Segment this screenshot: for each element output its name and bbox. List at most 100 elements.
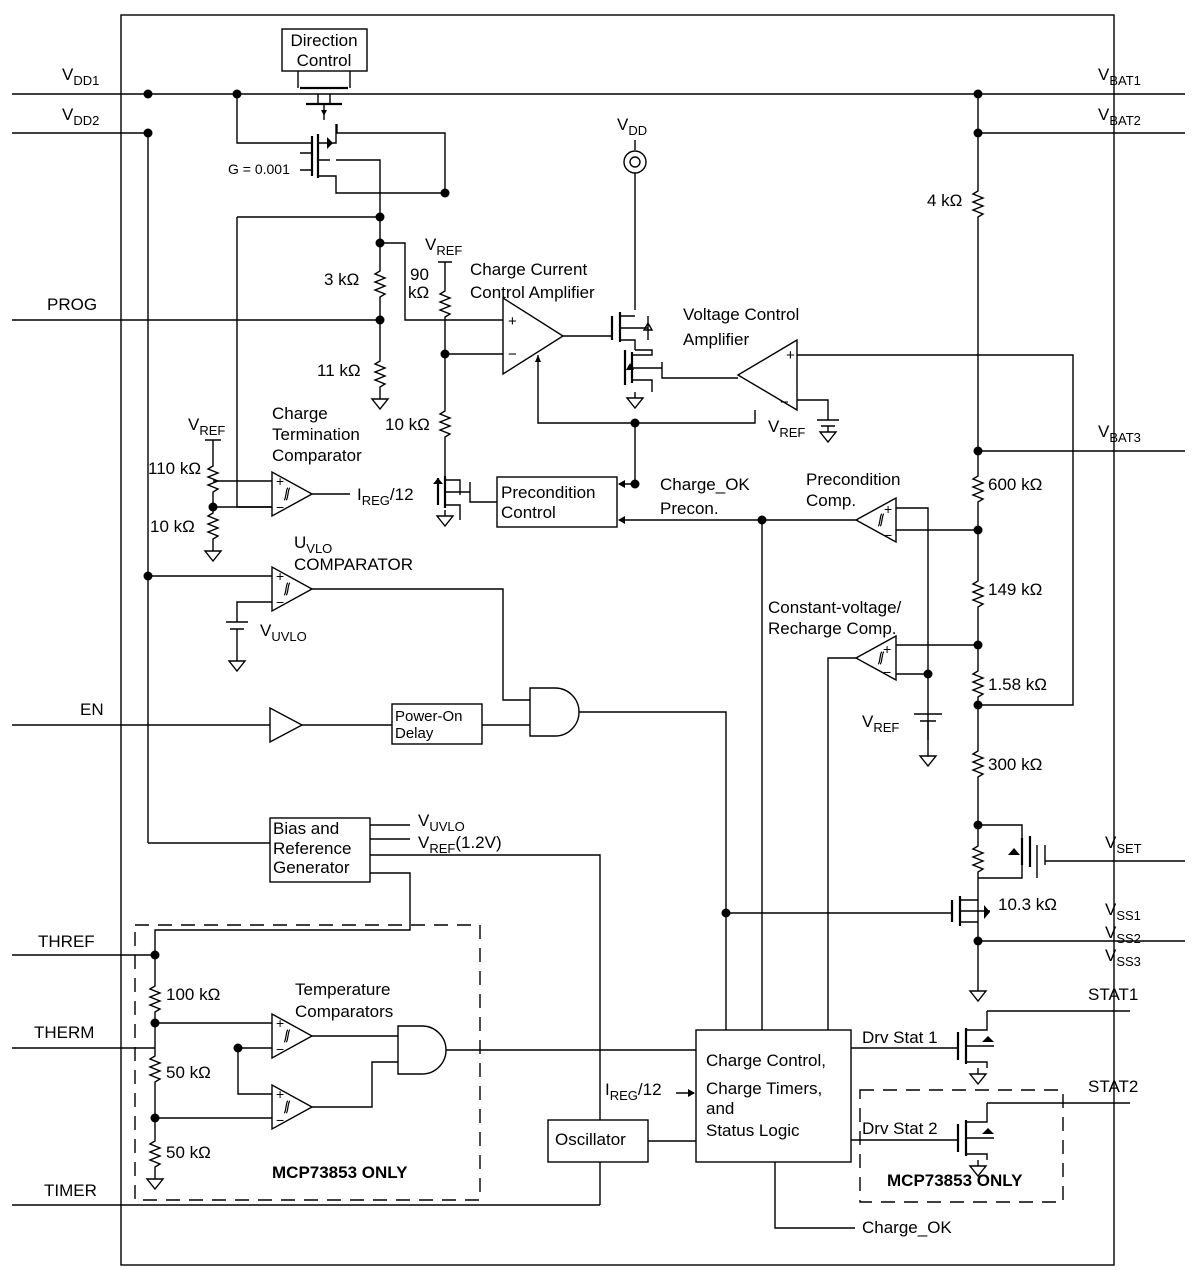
svg-text:149 kΩ: 149 kΩ xyxy=(988,580,1042,599)
svg-text:IREG/12: IREG/12 xyxy=(605,1080,662,1103)
svg-text:+: + xyxy=(884,501,892,517)
svg-text:Charge Control,: Charge Control, xyxy=(706,1051,826,1070)
pin-vset: VSET xyxy=(1105,833,1142,856)
svg-text:VUVLO: VUVLO xyxy=(418,811,465,834)
svg-text:Direction: Direction xyxy=(290,31,357,50)
svg-text:Charge Current: Charge Current xyxy=(470,260,587,279)
svg-text:4 kΩ: 4 kΩ xyxy=(927,191,962,210)
svg-text:Temperature: Temperature xyxy=(295,980,390,999)
svg-text:Comp.: Comp. xyxy=(806,491,856,510)
svg-text:110 kΩ: 110 kΩ xyxy=(148,459,201,478)
svg-text:−: − xyxy=(508,346,517,363)
svg-text:+: + xyxy=(276,1015,284,1031)
temperature-section: 100 kΩ 50 kΩ 50 kΩ + − + − Temperature C… xyxy=(134,924,696,1201)
pin-therm: THERM xyxy=(34,1023,94,1042)
voltage-control-amplifier: + − Voltage Control Amplifier VREF xyxy=(683,305,1074,706)
svg-text:600 kΩ: 600 kΩ xyxy=(988,475,1042,494)
svg-text:VREF(1.2V): VREF(1.2V) xyxy=(418,833,502,856)
svg-text:50 kΩ: 50 kΩ xyxy=(166,1143,211,1162)
pin-thref: THREF xyxy=(38,932,95,951)
svg-text:+: + xyxy=(883,641,891,657)
svg-text:kΩ: kΩ xyxy=(408,283,429,302)
pin-prog: PROG xyxy=(47,295,97,314)
svg-text:Precondition: Precondition xyxy=(501,483,596,502)
svg-text:10 kΩ: 10 kΩ xyxy=(385,415,430,434)
uvlo-comparator: + − VUVLO UVLO COMPARATOR xyxy=(147,133,530,843)
svg-text:Amplifier: Amplifier xyxy=(683,330,749,349)
svg-text:+: + xyxy=(508,313,517,330)
svg-text:VUVLO: VUVLO xyxy=(260,621,307,644)
svg-text:Recharge Comp.: Recharge Comp. xyxy=(768,619,897,638)
svg-text:Precondition: Precondition xyxy=(806,470,901,489)
svg-text:Control: Control xyxy=(501,503,556,522)
pin-en: EN xyxy=(80,700,104,719)
pin-vdd1: VDD1 xyxy=(62,65,99,88)
svg-text:1.58 kΩ: 1.58 kΩ xyxy=(988,675,1047,694)
svg-text:+: + xyxy=(276,473,284,489)
vset-fet xyxy=(978,824,1046,879)
svg-text:Constant-voltage/: Constant-voltage/ xyxy=(768,598,902,617)
sense-mosfet: G = 0.001 xyxy=(228,94,446,217)
svg-text:Charge: Charge xyxy=(272,404,328,423)
svg-text:VREF: VREF xyxy=(425,235,462,258)
svg-text:Drv Stat 1: Drv Stat 1 xyxy=(862,1028,938,1047)
svg-text:Charge_OK: Charge_OK xyxy=(862,1218,952,1237)
precondition-control-block: Precondition Control Charge_OK Precon. xyxy=(496,423,856,528)
stat2-driver: Drv Stat 2 MCP73853 ONLY xyxy=(851,1089,1064,1203)
charge-termination-comparator: + − Charge Termination Comparator IREG/1… xyxy=(148,404,414,562)
pin-timer: TIMER xyxy=(44,1181,97,1200)
output-fets xyxy=(610,312,738,409)
pin-vdd2: VDD2 xyxy=(62,105,99,128)
svg-text:Charge_OK: Charge_OK xyxy=(660,475,750,494)
svg-text:−: − xyxy=(276,594,284,610)
pin-vbat2: VBAT2 xyxy=(1098,105,1141,128)
label-g-gain: G = 0.001 xyxy=(228,161,290,177)
cv-recharge-comparator: + − Constant-voltage/ Recharge Comp. VRE… xyxy=(768,598,978,1030)
svg-text:Precon.: Precon. xyxy=(660,499,719,518)
svg-text:−: − xyxy=(276,1041,284,1057)
right-resistor-string: 4 kΩ 600 kΩ 149 kΩ 1.58 kΩ 300 kΩ 10.3 k… xyxy=(927,94,1057,1002)
vref-divider-90k: VREF 90 kΩ 10 kΩ xyxy=(385,235,505,495)
pin-labels-right: VBAT1 VBAT2 VBAT3 VSET VSS1 VSS2 VSS3 ST… xyxy=(1088,65,1142,1096)
svg-text:−: − xyxy=(276,499,284,515)
pin-vbat1: VBAT1 xyxy=(1098,65,1141,88)
pin-vss1: VSS1 xyxy=(1105,900,1141,923)
svg-text:VREF: VREF xyxy=(768,417,805,440)
vdd-current-source: VDD xyxy=(617,115,647,310)
bias-reference-generator: Bias and Reference Generator VUVLO VREF(… xyxy=(148,811,601,1205)
svg-text:+: + xyxy=(786,347,795,364)
svg-text:−: − xyxy=(884,527,892,543)
svg-text:3 kΩ: 3 kΩ xyxy=(324,270,359,289)
svg-text:90: 90 xyxy=(410,265,429,284)
svg-text:11 kΩ: 11 kΩ xyxy=(317,361,361,380)
svg-text:MCP73853 ONLY: MCP73853 ONLY xyxy=(887,1171,1023,1190)
pin-vss3: VSS3 xyxy=(1105,946,1141,969)
svg-text:Comparator: Comparator xyxy=(272,446,362,465)
svg-text:Oscillator: Oscillator xyxy=(555,1130,626,1149)
power-on-delay-block xyxy=(391,703,483,745)
svg-text:Power-On: Power-On xyxy=(395,708,463,725)
svg-text:Control: Control xyxy=(297,51,352,70)
svg-text:Delay: Delay xyxy=(395,725,434,742)
pin-wires xyxy=(12,93,1185,1206)
svg-text:10.3 kΩ: 10.3 kΩ xyxy=(998,895,1057,914)
svg-text:VREF: VREF xyxy=(188,415,225,438)
pin-stat2: STAT2 xyxy=(1088,1077,1138,1096)
svg-text:−: − xyxy=(276,1112,284,1128)
precondition-comparator: + − Precondition Comp. xyxy=(761,470,978,1030)
svg-text:−: − xyxy=(883,664,891,680)
svg-text:Voltage Control: Voltage Control xyxy=(683,305,799,324)
svg-text:Control Amplifier: Control Amplifier xyxy=(470,283,595,302)
svg-text:+: + xyxy=(276,568,284,584)
svg-text:Generator: Generator xyxy=(273,858,350,877)
oscillator-block: Oscillator xyxy=(547,1119,696,1163)
pass-mosfet xyxy=(300,86,348,120)
svg-text:+: + xyxy=(276,1086,284,1102)
svg-text:IREG/12: IREG/12 xyxy=(357,485,414,508)
pin-vss2: VSS2 xyxy=(1105,923,1141,946)
svg-text:Comparators: Comparators xyxy=(295,1002,393,1021)
vss-fet xyxy=(726,896,990,926)
svg-text:Status Logic: Status Logic xyxy=(706,1121,800,1140)
stat1-driver: Drv Stat 1 xyxy=(851,1011,994,1085)
